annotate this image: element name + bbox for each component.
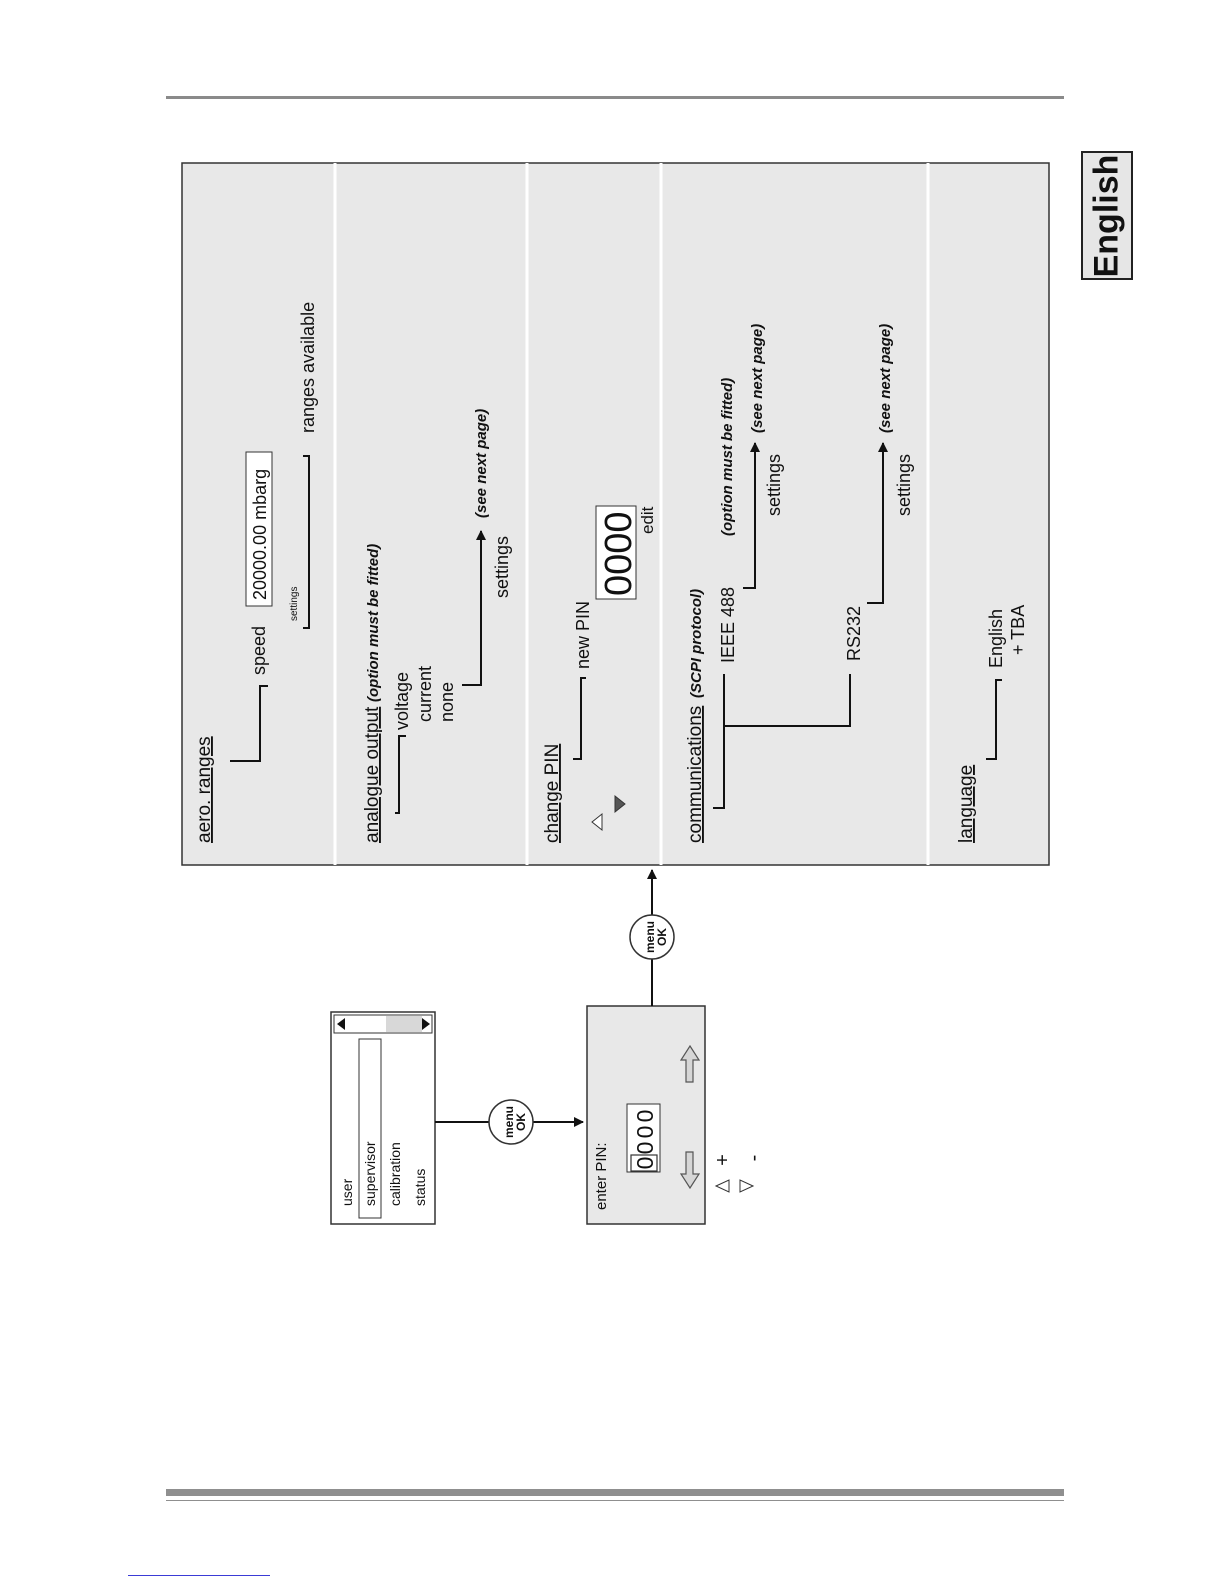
- analogue-option-none[interactable]: none: [437, 682, 457, 722]
- menu-ok-2-label-line2: OK: [655, 928, 669, 946]
- minus-label: -: [743, 1155, 765, 1162]
- aero-value-box[interactable]: [245, 451, 273, 607]
- ieee-settings-arrow: [743, 442, 760, 589]
- rs232-settings-arrow: [867, 442, 888, 604]
- new-pin-field[interactable]: [595, 505, 637, 600]
- pin-digit-cursor: [630, 1154, 658, 1172]
- ieee-settings-label[interactable]: settings: [764, 454, 784, 516]
- new-pin-value: 0000: [598, 511, 640, 596]
- pin-digit-1: 0: [632, 1157, 658, 1170]
- aero-ranges-available: ranges available: [298, 302, 318, 433]
- section-change-pin: change PIN new PIN 0000 edit: [542, 505, 657, 843]
- footer-link-underline[interactable]: [128, 1575, 270, 1576]
- pin-entry-label: enter PIN:: [593, 1142, 610, 1210]
- up-arrow-icon[interactable]: [679, 1044, 701, 1083]
- menu-ok-label-line1: menu: [502, 1106, 516, 1138]
- communications-protocol: (SCPI protocol): [688, 589, 705, 698]
- ieee-option-note: (option must be fitted): [719, 378, 736, 536]
- main-menu-box: user supervisor calibration status: [330, 1011, 436, 1225]
- right-triangle-icon: [739, 1179, 755, 1193]
- next-triangle-icon[interactable]: [614, 794, 626, 814]
- language-tab[interactable]: English: [1081, 151, 1133, 280]
- menu-ok-2-label-line1: menu: [643, 921, 657, 953]
- pin-digit-3: 0: [632, 1126, 658, 1139]
- top-rule: [166, 96, 1064, 99]
- menu-ok-button-2[interactable]: menu OK: [629, 914, 675, 960]
- rs232-see-next: (see next page): [877, 324, 894, 433]
- section-language: language English + TBA: [956, 605, 1028, 843]
- menu-item-user[interactable]: user: [339, 1178, 355, 1206]
- left-triangle-icon: [714, 1179, 730, 1193]
- rs232-settings-label[interactable]: settings: [894, 454, 914, 516]
- pin-digit-4: 0: [632, 1110, 658, 1123]
- ieee-see-next: (see next page): [749, 324, 766, 433]
- pin-entry-field[interactable]: [626, 1103, 661, 1173]
- language-option-tba[interactable]: + TBA: [1008, 605, 1028, 655]
- analogue-see-next: (see next page): [473, 409, 490, 518]
- menu-item-supervisor[interactable]: supervisor: [362, 1141, 378, 1206]
- aero-value: 20000.00 mbarg: [250, 469, 270, 600]
- analogue-connector: [395, 735, 406, 814]
- change-pin-title[interactable]: change PIN: [542, 744, 563, 843]
- communications-title[interactable]: communications: [685, 706, 706, 843]
- rs232-label[interactable]: RS232: [844, 606, 864, 661]
- analogue-settings-arrow: [462, 530, 486, 686]
- menu-item-calibration[interactable]: calibration: [387, 1142, 403, 1206]
- aero-ranges-title[interactable]: aero. ranges: [194, 736, 215, 843]
- language-connector: [986, 679, 1002, 760]
- bottom-rule-thin: [166, 1500, 1064, 1501]
- menu-item-status[interactable]: status: [412, 1169, 428, 1206]
- bottom-rule-thick: [166, 1489, 1064, 1496]
- analogue-output-note: (option must be fitted): [365, 544, 382, 702]
- prev-triangle-icon[interactable]: [591, 812, 603, 832]
- menu-ok-label-line2: OK: [514, 1113, 528, 1131]
- change-pin-connector: [573, 677, 586, 760]
- edit-label: edit: [638, 506, 657, 534]
- section-analogue-output: analogue output (option must be fitted) …: [362, 409, 512, 843]
- pin-entry-box: enter PIN: 0 0 0 0: [586, 1005, 706, 1225]
- pin-digit-2: 0: [632, 1142, 658, 1155]
- aero-settings-small: settings: [289, 587, 300, 621]
- language-title[interactable]: language: [956, 765, 977, 843]
- new-pin-label: new PIN: [573, 601, 593, 669]
- scroll-left-icon[interactable]: [337, 1018, 345, 1030]
- plus-label: +: [712, 1154, 734, 1166]
- section-communications: communications (SCPI protocol) IEEE 488 …: [685, 324, 914, 843]
- analogue-option-current[interactable]: current: [415, 666, 435, 722]
- scroll-right-icon[interactable]: [422, 1018, 430, 1030]
- analogue-option-voltage[interactable]: voltage: [392, 672, 412, 730]
- section-aero-ranges: aero. ranges speed settings 20000.00 mba…: [194, 302, 318, 843]
- analogue-settings-label[interactable]: settings: [492, 536, 512, 598]
- analogue-output-title[interactable]: analogue output: [362, 706, 383, 843]
- menu-ok-button[interactable]: menu OK: [488, 1099, 534, 1145]
- aero-connector: [230, 685, 268, 762]
- down-arrow-icon[interactable]: [679, 1151, 701, 1190]
- ieee-488-label[interactable]: IEEE 488: [718, 587, 738, 663]
- language-option-english[interactable]: English: [986, 609, 1006, 668]
- selection-highlight: [358, 1038, 382, 1219]
- aero-settings-bracket: [303, 455, 310, 629]
- aero-speed-label[interactable]: speed: [249, 626, 269, 675]
